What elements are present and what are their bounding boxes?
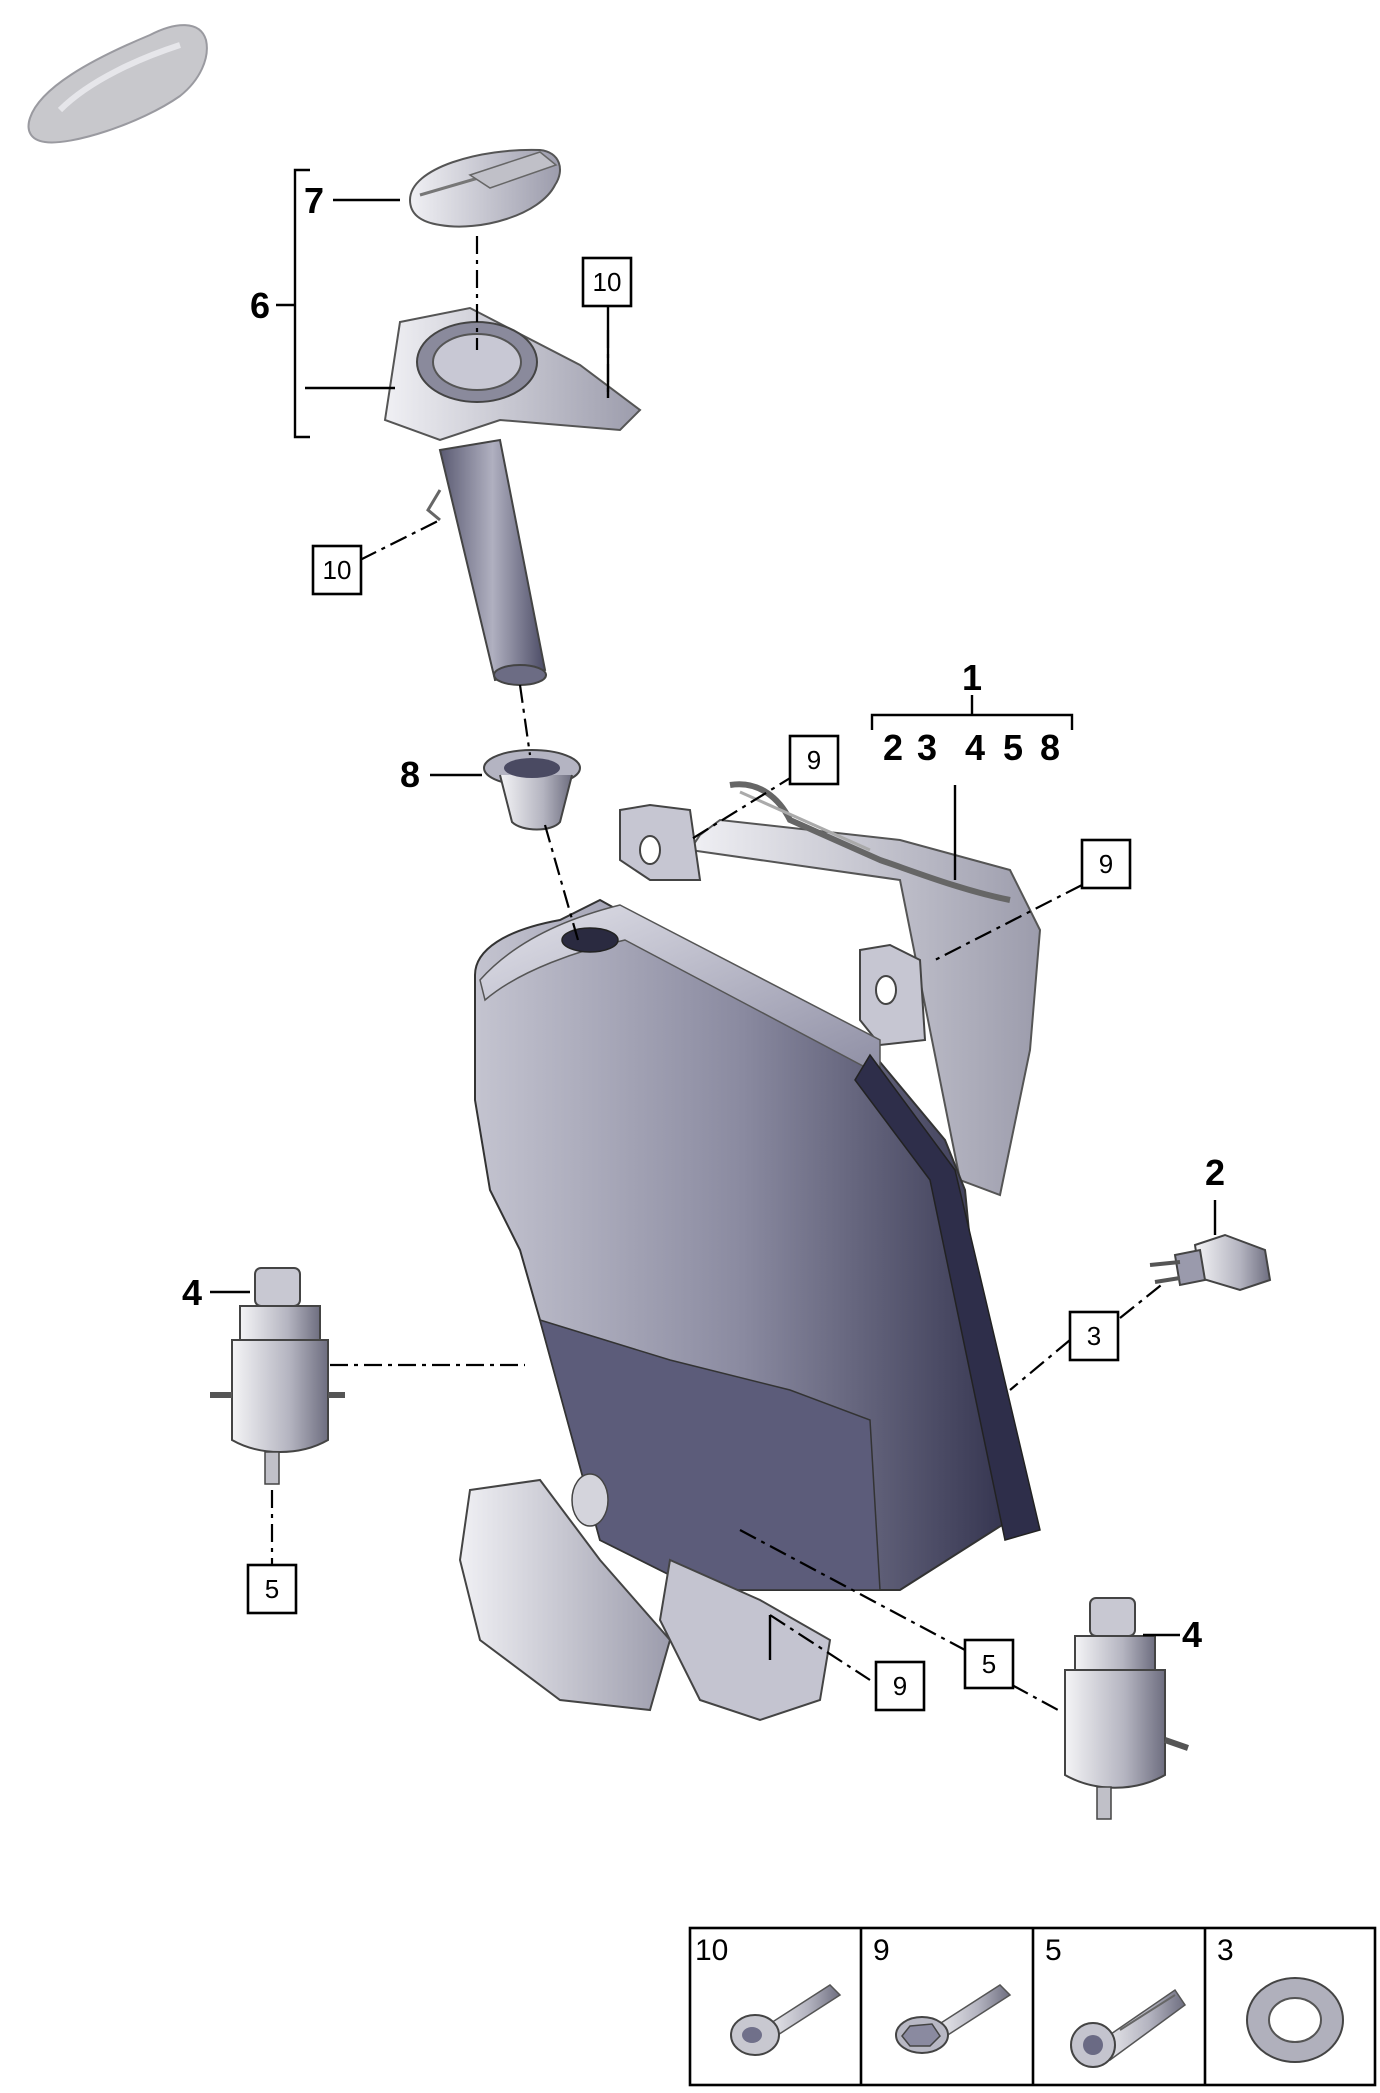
callouts-boxed: 10 10 9 9 3 5 5 9: [246, 256, 1132, 1712]
callout-1-member-3: 3: [917, 727, 937, 768]
callout-5-center: 5: [963, 1638, 1015, 1690]
callout-3: 3: [1068, 1310, 1120, 1362]
callout-2: 2: [1205, 1152, 1225, 1193]
level-sensor: [1149, 1233, 1272, 1292]
svg-text:10: 10: [593, 267, 622, 297]
leader-lines: [210, 168, 1217, 1711]
callout-9-bottom: 9: [874, 1660, 926, 1712]
grommet-ring-icon: [1246, 1977, 1344, 2063]
svg-text:9: 9: [873, 1934, 890, 1967]
legend-cell-10: 10: [695, 1934, 842, 2056]
callout-8: 8: [400, 754, 420, 795]
callout-1-member-2: 2: [883, 727, 903, 768]
washer-pump-right: [1064, 1597, 1189, 1820]
filler-neck: [383, 306, 642, 686]
callout-7: 7: [304, 180, 324, 221]
bolt-hex-icon: [895, 1984, 1012, 2054]
callout-1-member-8: 8: [1040, 727, 1060, 768]
callout-6: 6: [250, 285, 270, 326]
svg-text:9: 9: [893, 1671, 907, 1701]
callout-1-member-5: 5: [1003, 727, 1023, 768]
callout-1: 1: [962, 657, 982, 698]
svg-text:10: 10: [695, 1934, 728, 1967]
car-silhouette-icon: [27, 24, 208, 144]
expansion-nut-icon: [1070, 1988, 1187, 2068]
bolt-flange-icon: [730, 1984, 842, 2056]
svg-text:10: 10: [323, 555, 352, 585]
svg-text:9: 9: [1099, 849, 1113, 879]
callout-4-left: 4: [182, 1272, 202, 1313]
callout-5-left: 5: [246, 1563, 298, 1615]
legend-cell-3: 3: [1217, 1934, 1344, 2063]
callout-10-top: 10: [581, 256, 633, 308]
filler-cap: [408, 148, 561, 228]
callout-9-right: 9: [1080, 838, 1132, 890]
callout-1-member-4: 4: [965, 727, 985, 768]
reservoir-upper: [619, 781, 1042, 1197]
washer-pump-left: [210, 1267, 345, 1485]
callout-9-top: 9: [788, 734, 840, 786]
svg-text:5: 5: [982, 1649, 996, 1679]
reservoir-body: [458, 898, 1041, 1722]
legend-cell-9: 9: [873, 1934, 1012, 2054]
callout-4-right: 4: [1182, 1614, 1202, 1655]
callouts-bold: 1 2 3 4 5 8 2 4 4 6 7 8: [182, 180, 1225, 1655]
svg-text:5: 5: [265, 1574, 279, 1604]
callout-10-left: 10: [311, 544, 363, 596]
svg-text:3: 3: [1087, 1321, 1101, 1351]
fastener-legend: 10 9 5 3: [688, 1926, 1377, 2087]
svg-text:9: 9: [807, 745, 821, 775]
grommet: [483, 749, 581, 831]
svg-text:5: 5: [1045, 1934, 1062, 1967]
legend-cell-5: 5: [1045, 1934, 1187, 2068]
svg-text:3: 3: [1217, 1934, 1234, 1967]
